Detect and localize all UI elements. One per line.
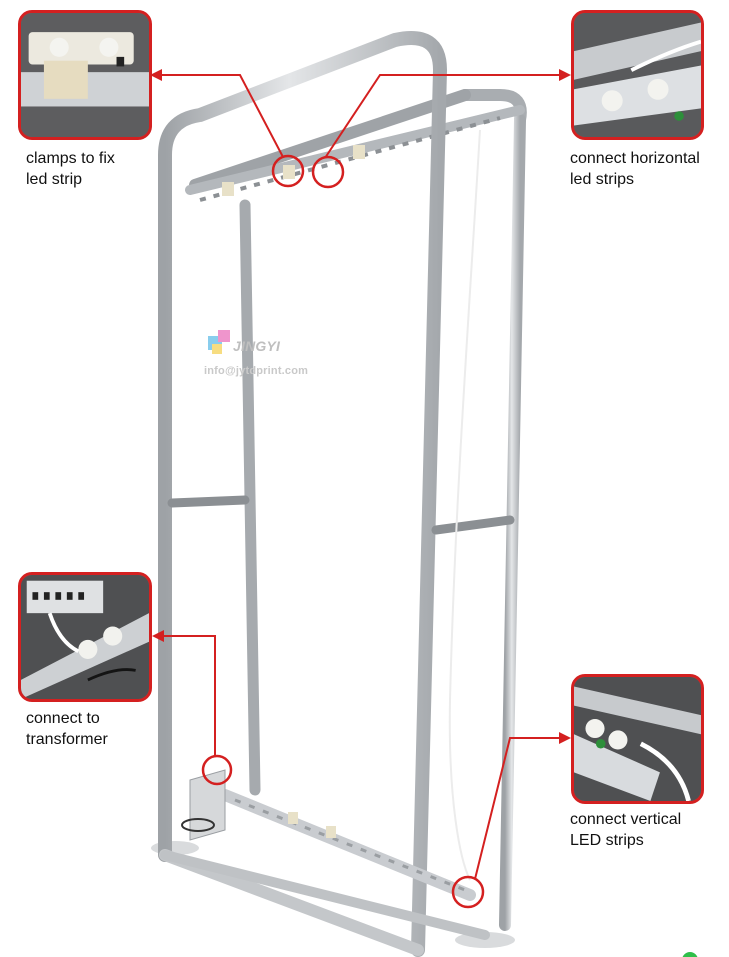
callout-circle-horizontal	[311, 155, 345, 189]
inset-transformer-detail	[18, 572, 152, 702]
caption-vertical-strips: connect vertical LED strips	[570, 811, 682, 849]
bottom-led-rail	[219, 789, 476, 901]
inset-vertical-strips-detail	[571, 674, 704, 804]
callout-circles	[201, 154, 485, 909]
power-cable	[448, 129, 481, 881]
watermark-logo	[208, 330, 230, 354]
callout-circle-transformer	[201, 754, 233, 786]
callout-circle-vertical	[451, 875, 485, 909]
callout-leaders	[150, 69, 571, 880]
caption-horizontal-strips: connect horizontal led strips	[570, 150, 700, 188]
caption-clamps: clamps to fix led strip	[26, 150, 115, 188]
top-led-rail	[185, 105, 525, 202]
inset-horizontal-strips-detail	[571, 10, 704, 140]
inset-clamps-detail	[18, 10, 152, 140]
partial-green-icon	[682, 952, 698, 957]
watermark-email: info@jytdprint.com	[204, 365, 309, 377]
callout-circle-clamps	[271, 154, 305, 188]
transformer-box	[181, 769, 226, 841]
caption-transformer: connect to transformer	[26, 710, 108, 748]
cross-bars	[167, 495, 515, 535]
front-frame	[158, 31, 490, 957]
watermark-brand: JINGYI	[233, 338, 281, 354]
